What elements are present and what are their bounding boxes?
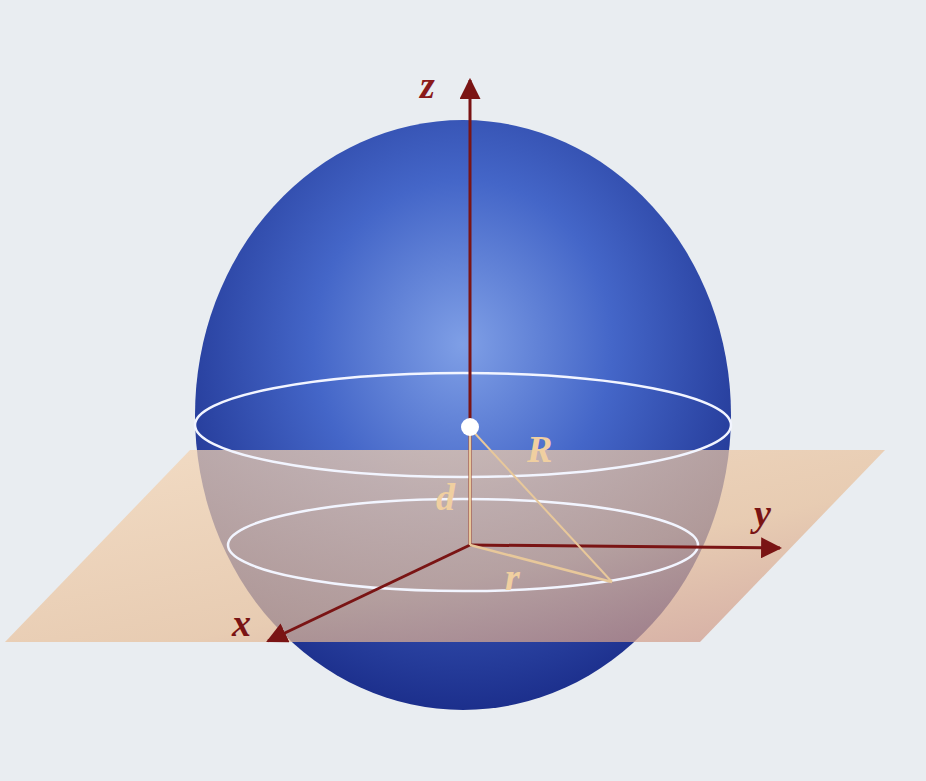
dimension-label: R: [527, 430, 552, 468]
z-axis: [469, 80, 472, 545]
center-point: [461, 418, 479, 436]
axis-label: x: [232, 604, 251, 642]
radius-r: [470, 545, 612, 582]
dimension-label: d: [436, 478, 455, 516]
equator: [195, 373, 731, 477]
cutting-plane: [5, 450, 885, 642]
dimension-label: r: [505, 558, 520, 596]
radius-R: [470, 428, 612, 582]
axis-label: z: [420, 66, 435, 104]
section-circle: [228, 499, 698, 591]
distance-d: [469, 428, 472, 545]
x-axis: [268, 545, 470, 641]
axis-label: y: [754, 494, 771, 532]
y-axis: [470, 545, 780, 548]
